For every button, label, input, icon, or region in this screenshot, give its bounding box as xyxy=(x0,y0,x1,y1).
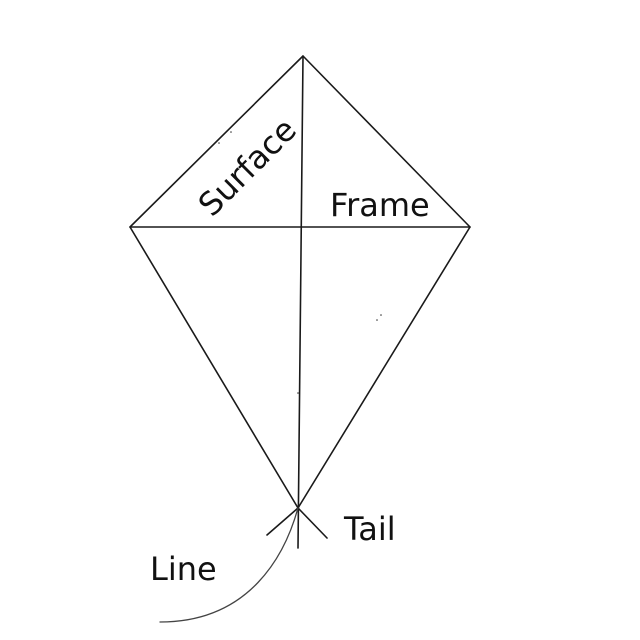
vertical-spar xyxy=(297,55,304,549)
speck xyxy=(297,392,299,394)
tail-label: Tail xyxy=(343,510,396,548)
surface-label: Surface xyxy=(191,111,304,224)
speck xyxy=(376,319,378,321)
speck xyxy=(230,131,232,133)
frame-label: Frame xyxy=(330,186,430,224)
speck xyxy=(218,142,220,144)
kite-line-curve xyxy=(159,507,299,623)
speck xyxy=(380,314,382,316)
tail-stroke-left xyxy=(266,507,299,536)
tail-stroke-right xyxy=(297,507,328,539)
line-label: Line xyxy=(150,550,217,588)
